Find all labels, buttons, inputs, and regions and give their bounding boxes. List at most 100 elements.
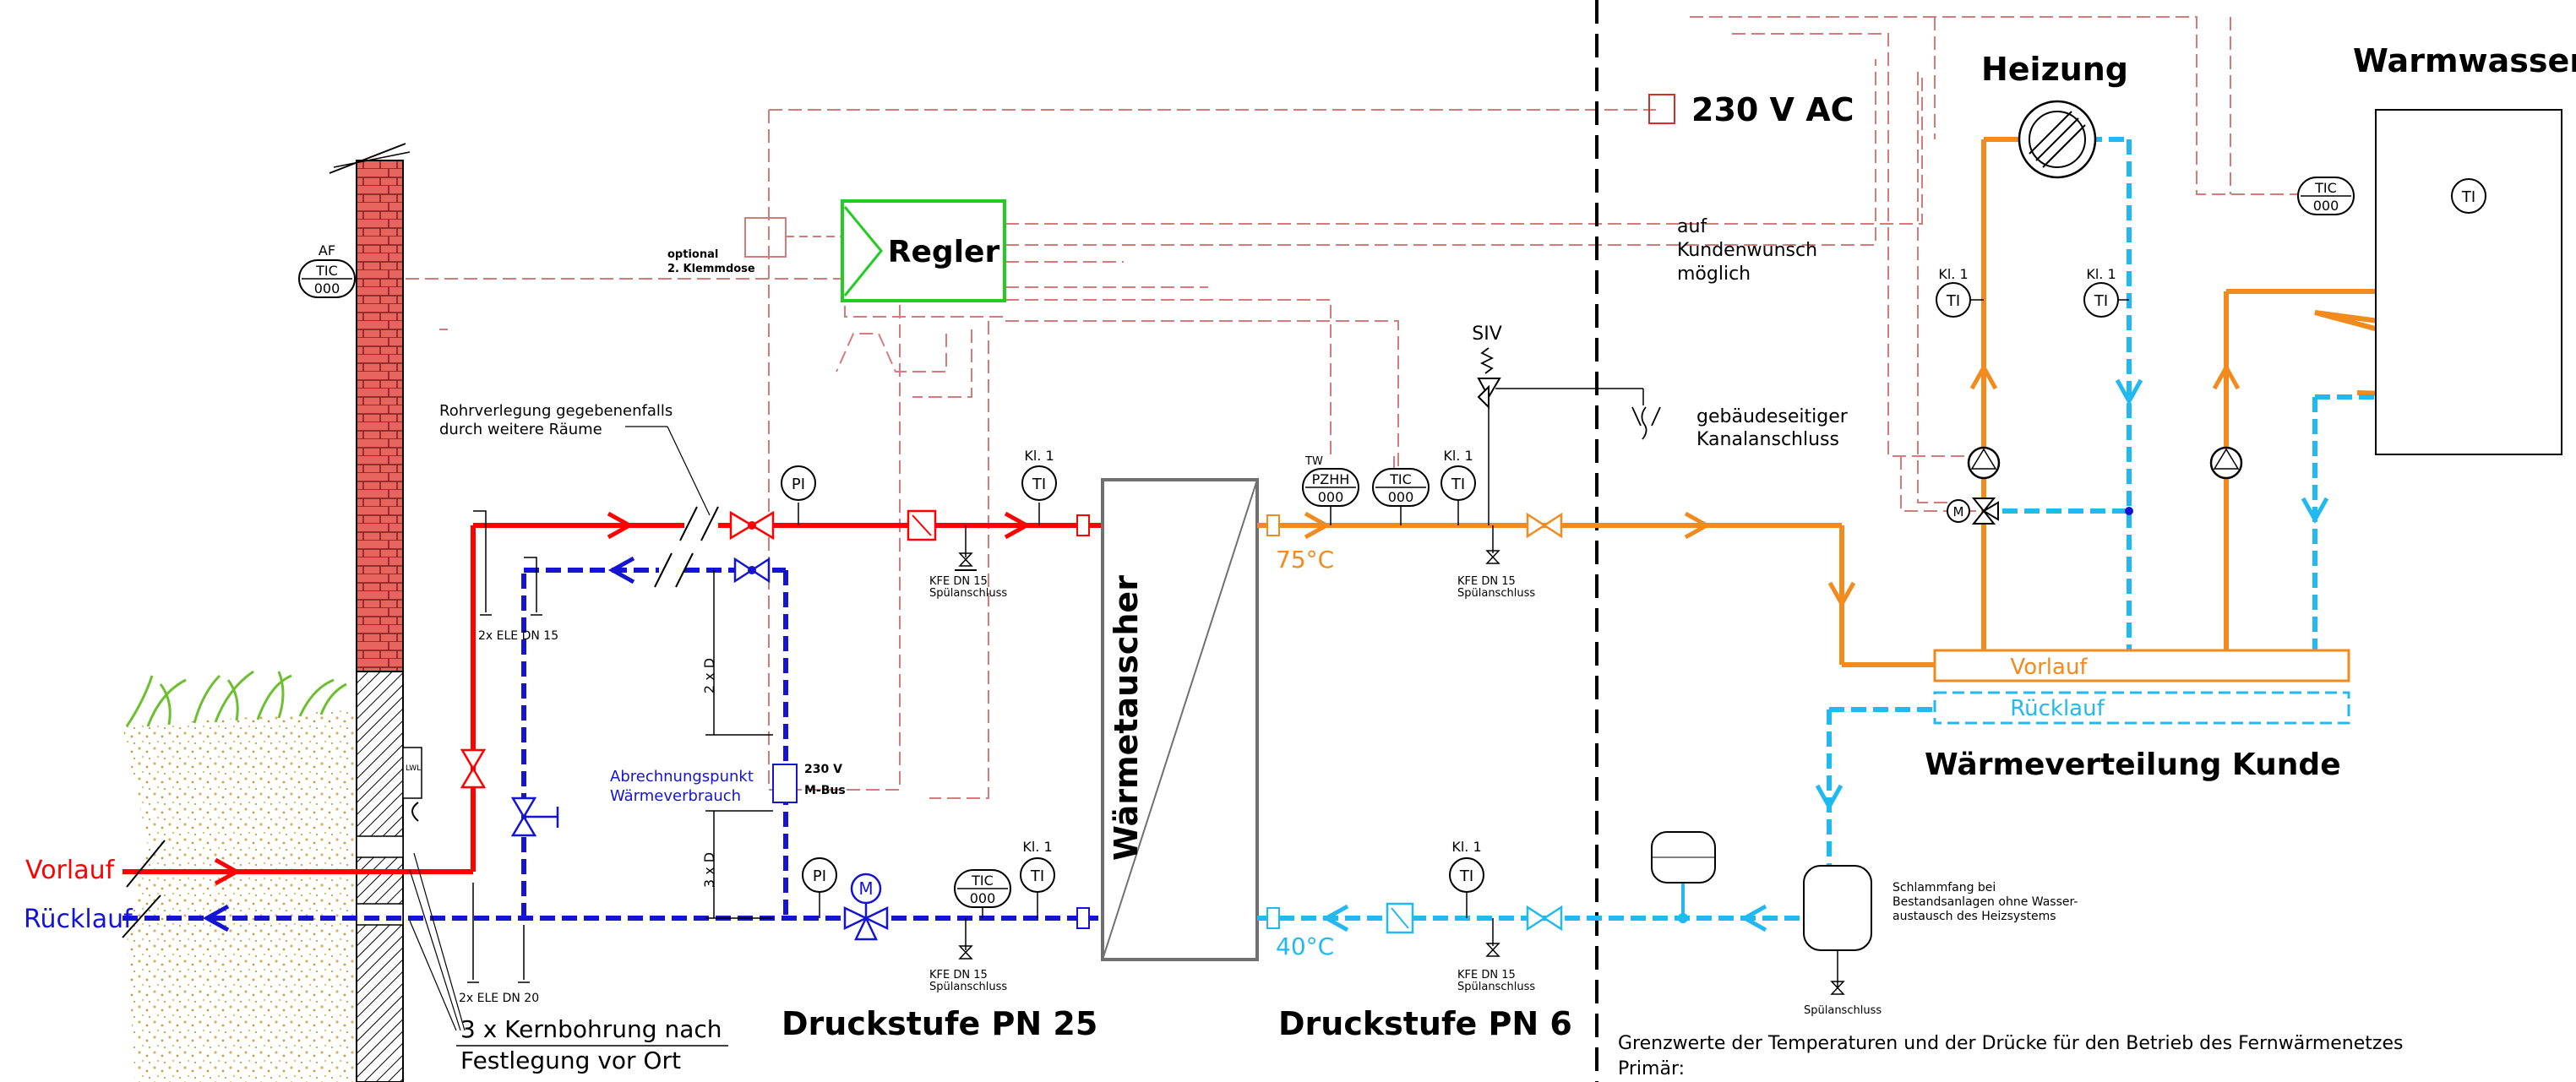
flow-arrow-icon <box>1827 581 1856 609</box>
schlamm-label-1: Schlammfang bei <box>1893 881 1996 894</box>
vorlauf-manifold <box>1933 649 2350 682</box>
valve-icon <box>460 748 487 789</box>
kfe-return-label: KFE DN 15 <box>929 969 988 981</box>
spuel-label: Spülanschluss <box>929 587 1007 600</box>
drain-funnel-icon <box>1631 406 1661 440</box>
auf-label-3: möglich <box>1677 264 1751 285</box>
v230-short-label: 230 V <box>804 763 842 776</box>
heizung-title: Heizung <box>1981 51 2128 88</box>
spuel-secondary-label: Spülanschluss <box>1457 587 1535 600</box>
control-lines <box>406 16 2311 799</box>
flow-arrow-icon <box>1684 511 1712 540</box>
valve-icon <box>729 510 775 541</box>
rohr-label-1: Rohrverlegung gegebenenfalls <box>439 402 673 420</box>
kl1-heiz-ret-label: Kl. 1 <box>2086 266 2116 282</box>
kfe-label: KFE DN 15 <box>929 575 988 588</box>
kfe-sr-label: KFE DN 15 <box>1457 969 1516 981</box>
auf-label-1: auf <box>1677 216 1707 237</box>
ti-heiz-label: TI <box>1946 292 1960 310</box>
grenzwerte-label: Grenzwerte der Temperaturen und der Drüc… <box>1618 1033 2403 1054</box>
motor-valve-icon <box>843 873 889 941</box>
kfe-valve-icon <box>958 945 973 960</box>
flow-arrow-icon <box>607 556 635 584</box>
kfe-valve-icon <box>1485 943 1500 957</box>
safety-valve-icon <box>1479 347 1495 374</box>
kanal-label-1: gebäudeseitiger <box>1696 406 1849 427</box>
ti-return-label: TI <box>1030 867 1044 885</box>
flow-arrow-icon <box>214 857 242 886</box>
flow-arrow-icon <box>202 904 230 932</box>
pi-label: PI <box>792 476 805 493</box>
optional-label-2: 2. Klemmdose <box>667 263 755 275</box>
secondary-supply-pipe <box>1257 137 2508 667</box>
tic-return-zeros: 000 <box>970 890 996 906</box>
drain-tap-icon <box>467 510 542 983</box>
rohr-label-2: durch weitere Räume <box>439 421 602 438</box>
v230-label: 230 V AC <box>1691 91 1854 128</box>
ele-bottom-label: 2x ELE DN 20 <box>459 992 539 1005</box>
flow-arrow-icon <box>1815 784 1844 812</box>
flange-icon <box>1076 514 1090 536</box>
siv-label: SIV <box>1472 324 1502 345</box>
ti-sr-label: TI <box>1459 867 1473 885</box>
grass-icon <box>125 670 347 727</box>
vorlauf-label: Vorlauf <box>25 856 116 885</box>
valve-icon <box>733 557 771 584</box>
af-tic-label: TIC <box>315 263 338 279</box>
tic-ww-zeros: 000 <box>2313 198 2339 214</box>
regler-label: Regler <box>888 235 1000 269</box>
regler-box <box>841 199 1006 302</box>
temp-75-label: 75°C <box>1276 546 1334 574</box>
af-label: AF <box>319 242 335 258</box>
mbus-label: M-Bus <box>804 784 846 797</box>
mixer-motor-label: M <box>1953 504 1964 519</box>
kl1-label: Kl. 1 <box>1024 448 1054 464</box>
kernbohrung-label-2: Festlegung vor Ort <box>460 1047 681 1074</box>
ruecklauf-manifold-label: Rücklauf <box>2010 696 2105 721</box>
warmwasser-title: Warmwasser <box>2353 42 2576 79</box>
tic-return-label: TIC <box>971 873 994 889</box>
kfe-secondary-label: KFE DN 15 <box>1457 575 1516 588</box>
druckstufe-pn6-title: Druckstufe PN 6 <box>1278 1005 1572 1042</box>
valve-icon <box>1526 512 1563 539</box>
flow-arrow-icon <box>2212 362 2241 390</box>
building-wall: LWL <box>329 143 422 1082</box>
flow-arrow-icon <box>2301 497 2329 525</box>
spuel-return-label: Spülanschluss <box>929 981 1007 993</box>
junction-box-icon <box>744 217 787 258</box>
valve-icon <box>510 797 559 837</box>
ti-heiz-ret-label: TI <box>2094 292 2108 310</box>
spuel-dirt-label: Spülanschluss <box>1804 1004 1882 1017</box>
kfe-valve-icon <box>958 552 973 567</box>
lwl-label: LWL <box>406 764 421 773</box>
af-zeros-label: 000 <box>314 280 340 296</box>
spuel-sr-label: Spülanschluss <box>1457 981 1535 993</box>
flange-icon <box>1266 514 1280 536</box>
flange-icon <box>1076 907 1090 929</box>
pump-icon <box>2209 446 2243 480</box>
power-box-icon <box>1648 94 1675 124</box>
mixing-valve-icon <box>1971 498 1999 525</box>
ti-secondary-label: TI <box>1451 476 1465 493</box>
tw-label: TW <box>1304 455 1323 468</box>
dirt-separator-icon <box>1803 865 1872 951</box>
vorlauf-manifold-label: Vorlauf <box>2010 655 2088 680</box>
heat-meter-icon <box>772 764 798 803</box>
flow-arrow-icon <box>1004 511 1032 540</box>
ground-area <box>123 670 355 1082</box>
temperature-indicator-icon <box>1021 465 1057 501</box>
motor-label: M <box>858 878 873 899</box>
ruecklauf-label: Rücklauf <box>24 905 133 934</box>
kanal-label-2: Kanalanschluss <box>1696 429 1839 450</box>
valve-icon <box>1526 905 1563 932</box>
temperature-indicator-icon <box>2451 178 2486 214</box>
verteilung-title: Wärmeverteilung Kunde <box>1925 748 2341 782</box>
pzhh-zeros: 000 <box>1318 489 1344 505</box>
flow-arrow-icon <box>1740 904 1767 932</box>
kl1-secondary-label: Kl. 1 <box>1443 448 1473 464</box>
pi-return-label: PI <box>813 867 826 885</box>
flange-icon <box>1266 907 1280 929</box>
flow-arrow-icon <box>1321 904 1349 932</box>
regler-icon <box>843 206 883 296</box>
